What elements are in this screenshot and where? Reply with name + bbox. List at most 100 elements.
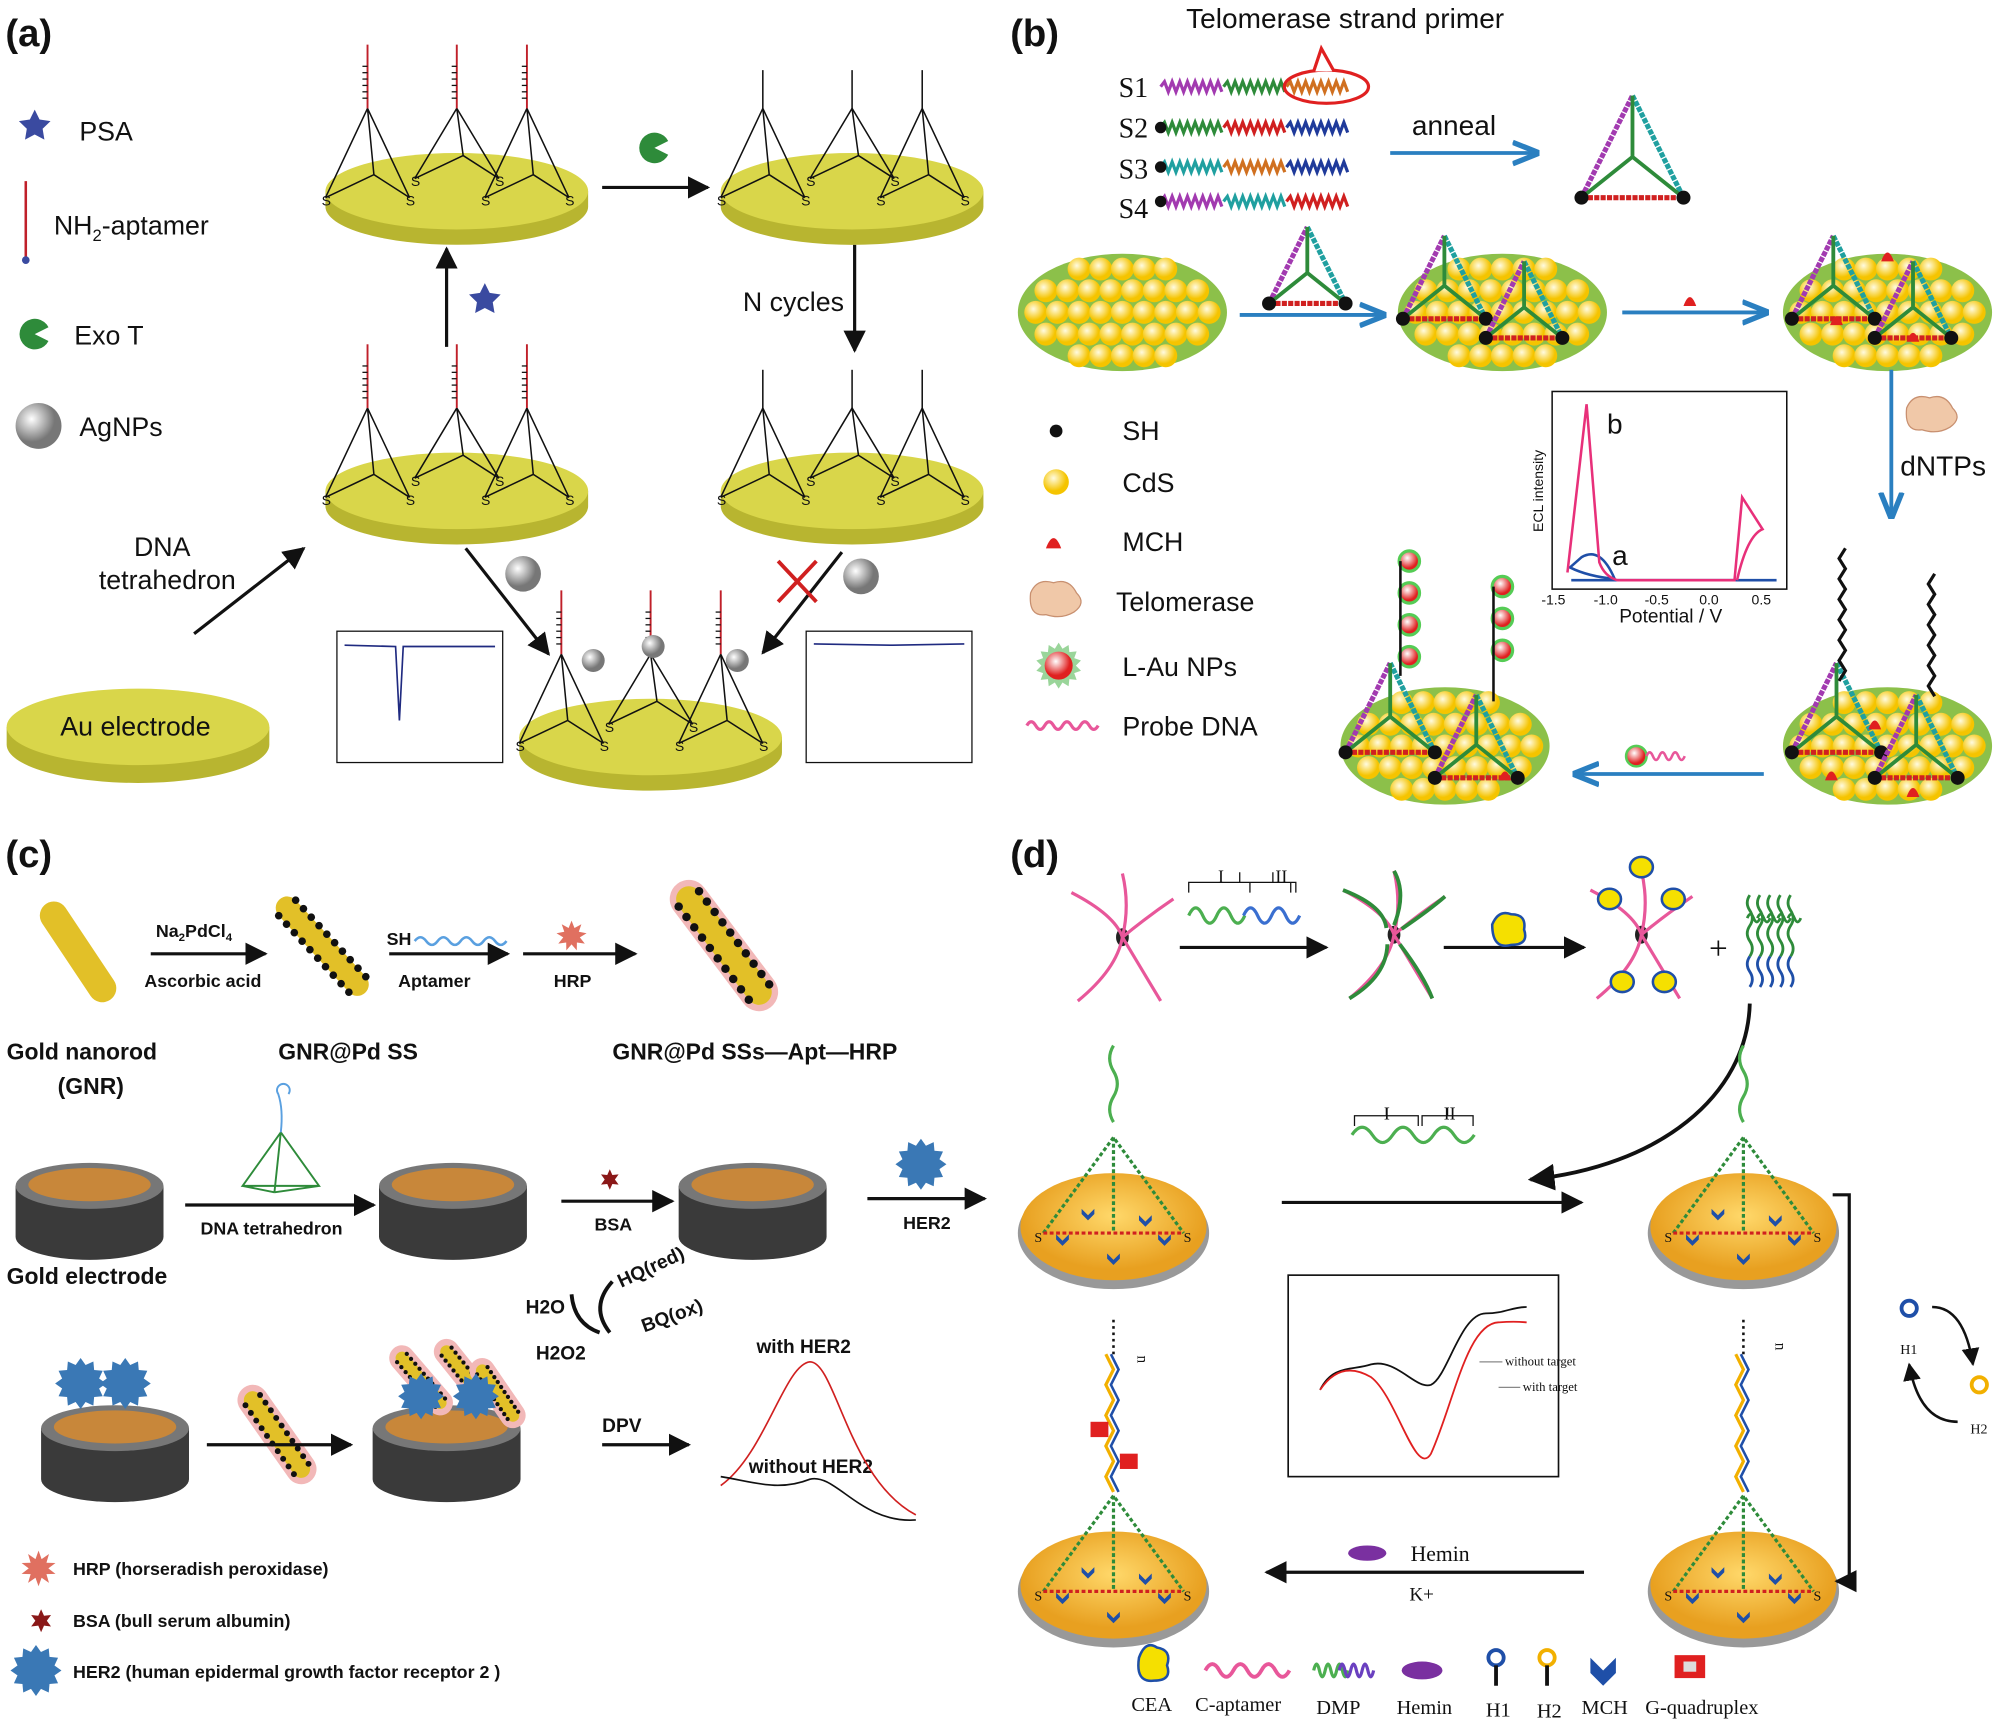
pd-dot [274, 1448, 281, 1455]
cds-particle [1077, 322, 1101, 346]
pd-dot [307, 913, 316, 921]
pd-dot [736, 985, 746, 994]
mch-icon [1107, 1611, 1120, 1624]
gold-disc-top [720, 153, 984, 230]
pd-dot [346, 955, 355, 964]
sulfur-label: S [322, 192, 331, 208]
gnr-pd-label: GNR@Pd SS [278, 1039, 418, 1065]
h2-cycle-label: H2 [1970, 1422, 1987, 1437]
panel-a-label: (a) [5, 12, 52, 55]
dna-strand [1222, 191, 1287, 212]
inset-without-target-label: without target [1505, 1355, 1576, 1369]
legend-probe-dna: Probe DNA [1122, 712, 1258, 742]
l-au-np-icon [1624, 744, 1648, 768]
sulfur-label: S [406, 192, 415, 208]
ecl-curve-a [1567, 553, 1616, 581]
pd-dot [488, 1370, 494, 1375]
sulfur-label: S [689, 719, 698, 735]
cds-particle [1490, 257, 1514, 281]
her2-bound-icon [99, 1358, 151, 1410]
cea-icon [1490, 911, 1527, 947]
hcr-strand [1104, 1353, 1116, 1493]
cycle-arrow [1903, 1362, 1958, 1424]
dmp-strand [1786, 894, 1795, 958]
cycle-arrow [1932, 1305, 1980, 1367]
pd-dot [282, 920, 291, 928]
ecl-xtick: -1.5 [1541, 591, 1565, 607]
pd-dot [313, 954, 322, 962]
legend-h1: H1 [1486, 1699, 1511, 1721]
aptamer-hairpin [276, 1082, 291, 1133]
cds-particle [1842, 322, 1866, 346]
mch-icon [1138, 1573, 1152, 1586]
sh-dot [1262, 296, 1277, 311]
dmp-strand [1398, 943, 1435, 1000]
pd-dot [273, 1414, 280, 1421]
legend-dmp: DMP [1316, 1697, 1360, 1719]
cds-particle [1544, 279, 1568, 303]
cds-particle [1522, 322, 1546, 346]
mch-icon [1683, 297, 1697, 307]
wavy-strand [1337, 1662, 1376, 1679]
primer-label: Telomerase strand primer [1186, 3, 1504, 34]
arrow [193, 546, 306, 636]
tetra-edge [1872, 260, 1916, 340]
dna-strand [1159, 117, 1224, 138]
cds-particle [1056, 279, 1080, 303]
legend-cds: CdS [1122, 468, 1174, 498]
cds-particle [1951, 712, 1975, 736]
sulfur-label: S [1814, 1231, 1822, 1246]
pd-dot [329, 971, 338, 979]
cds-particle [1799, 756, 1823, 780]
n-cycles-label: N cycles [743, 287, 844, 317]
telomerase-legend-icon [1029, 580, 1082, 618]
ascorbic-acid-label: Ascorbic acid [144, 971, 261, 991]
pd-dot [354, 964, 362, 972]
cds-particle [1508, 712, 1532, 736]
pd-dot [757, 969, 766, 979]
cds-particle [1436, 322, 1460, 346]
cds-particle [1469, 344, 1493, 368]
cds-particle [1566, 279, 1590, 303]
cds-particle [1832, 344, 1856, 368]
cds-particle [1534, 257, 1558, 281]
cds-particle [1186, 279, 1210, 303]
pd-dot [361, 972, 370, 981]
released-strand [1766, 955, 1775, 988]
gold-disc-top [519, 698, 782, 776]
cds-particle [1919, 257, 1943, 281]
cds-particle [1577, 300, 1601, 324]
pd-dot [733, 938, 743, 948]
sulfur-label: S [481, 192, 490, 208]
segment-ii-label: II [1275, 866, 1287, 886]
cds-particle [1929, 279, 1953, 303]
cds-particle [1951, 279, 1975, 303]
cds-particle [1422, 712, 1446, 736]
au-electrode-top [6, 688, 270, 766]
wavy-strand [1203, 1662, 1292, 1679]
mch-icon [1788, 1234, 1801, 1246]
tetra-edge [1834, 661, 1884, 754]
sulfur-label: S [1814, 1589, 1822, 1604]
mch-icon [1498, 771, 1512, 781]
dna-tetrahedron-label-1: DNA [134, 532, 191, 562]
pd-dot [509, 1399, 514, 1405]
sulfur-label: S [565, 492, 574, 508]
g-quadruplex [1090, 1421, 1109, 1438]
ecl-xtick: -1.0 [1594, 591, 1618, 607]
pd-dot [764, 980, 774, 989]
cds-particle [1433, 777, 1457, 801]
sulfur-label: S [1664, 1589, 1672, 1604]
cds-particle [1555, 300, 1579, 324]
mch-icon [1711, 1567, 1725, 1579]
sulfur-label: S [960, 492, 969, 508]
pd-dot [300, 1453, 307, 1460]
mch-icon [1906, 788, 1920, 797]
panel-c-label: (c) [5, 833, 52, 876]
dna-strand [1222, 117, 1287, 138]
mch-legend-icon [1590, 1657, 1616, 1686]
pd-dot [242, 1402, 249, 1409]
pd-dot [710, 907, 719, 917]
strand-s3: S3 [1119, 155, 1149, 186]
